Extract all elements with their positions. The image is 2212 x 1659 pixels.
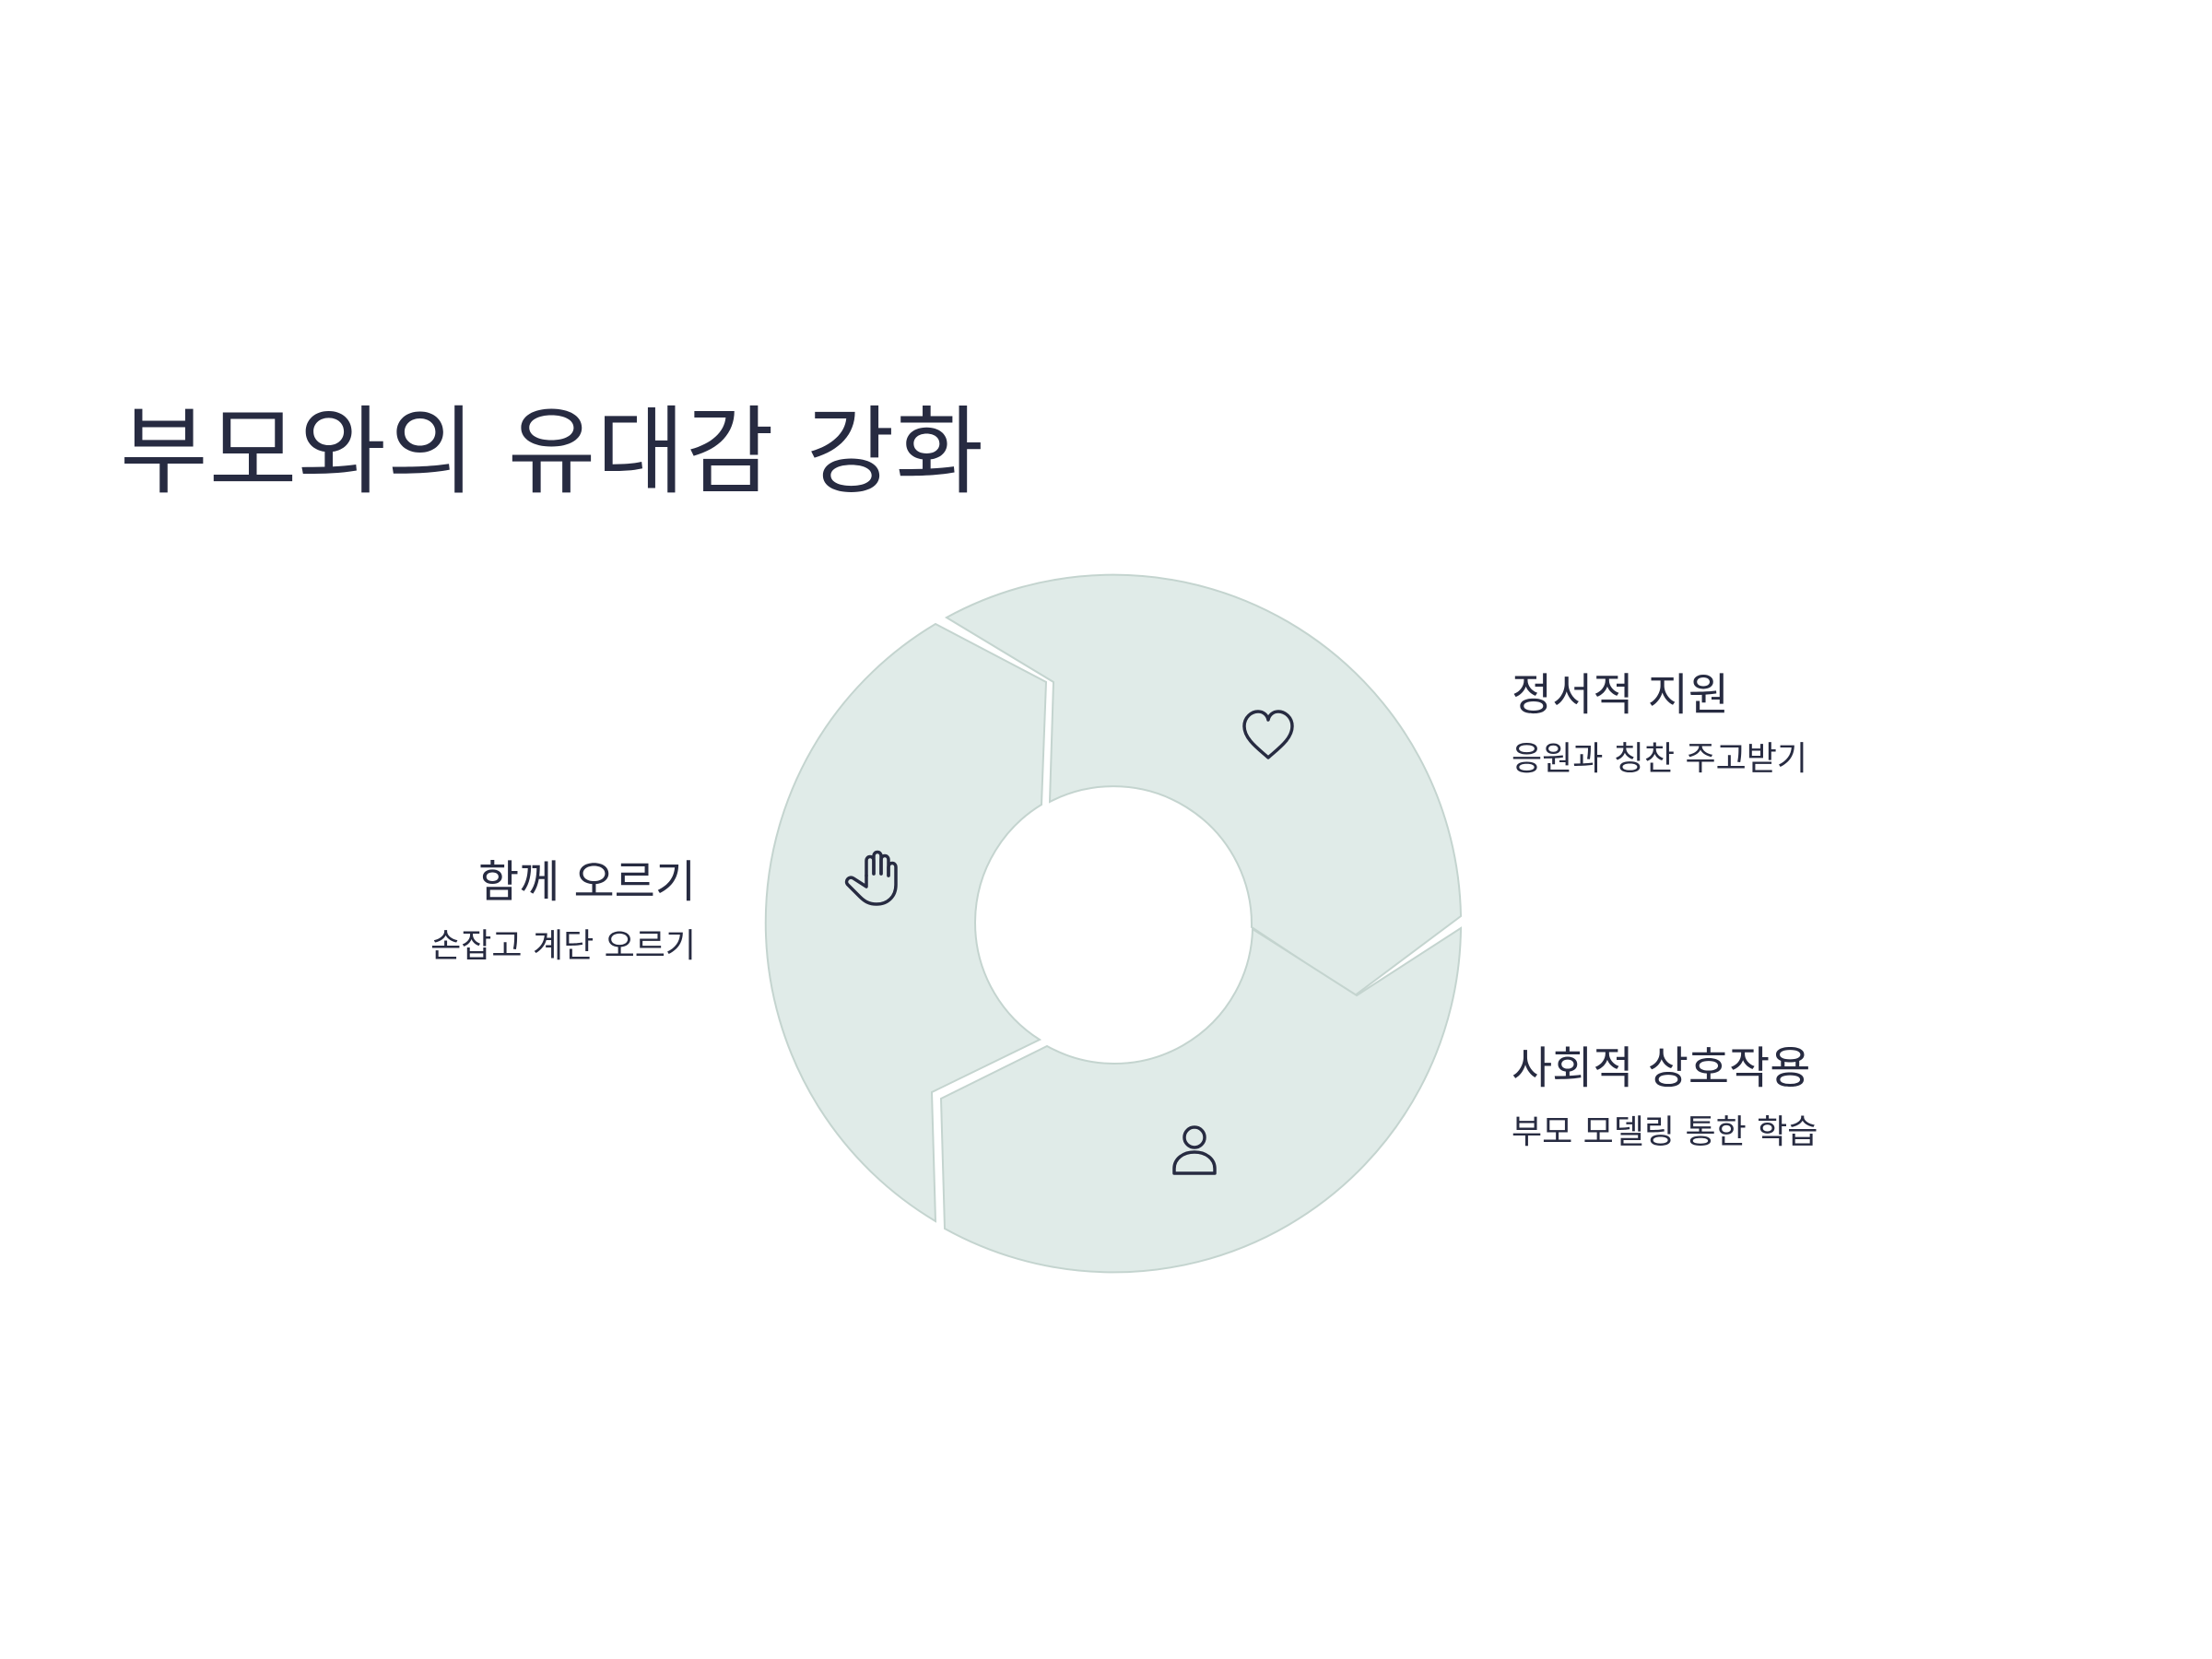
segment-description: 부모 모델링 통한 학습 — [1512, 1113, 1818, 1151]
hand-icon — [844, 850, 898, 906]
segment-social-interaction[interactable] — [939, 926, 1463, 1274]
label-social-interaction: 사회적 상호작용 부모 모델링 통한 학습 — [1512, 1039, 1818, 1157]
segment-heading: 정서적 지원 — [1512, 669, 1730, 721]
label-emotional-support: 정서적 지원 응원과 칭찬 주고받기 — [1512, 665, 1807, 783]
segment-heading: 함께 오르기 — [477, 856, 696, 908]
segment-emotional-support[interactable] — [944, 573, 1463, 997]
page-title: 부모와의 유대감 강화 — [120, 395, 985, 508]
label-climbing-together: 함께 오르기 손잡고 계단 오르기 — [0, 853, 696, 971]
segment-climbing-together[interactable] — [764, 622, 1048, 1223]
segment-description: 손잡고 계단 오르기 — [430, 927, 696, 965]
segment-description: 응원과 칭찬 주고받기 — [1512, 740, 1807, 778]
heart-icon — [1242, 710, 1294, 759]
segment-heading: 사회적 상호작용 — [1512, 1042, 1811, 1094]
person-icon — [1172, 1125, 1217, 1175]
